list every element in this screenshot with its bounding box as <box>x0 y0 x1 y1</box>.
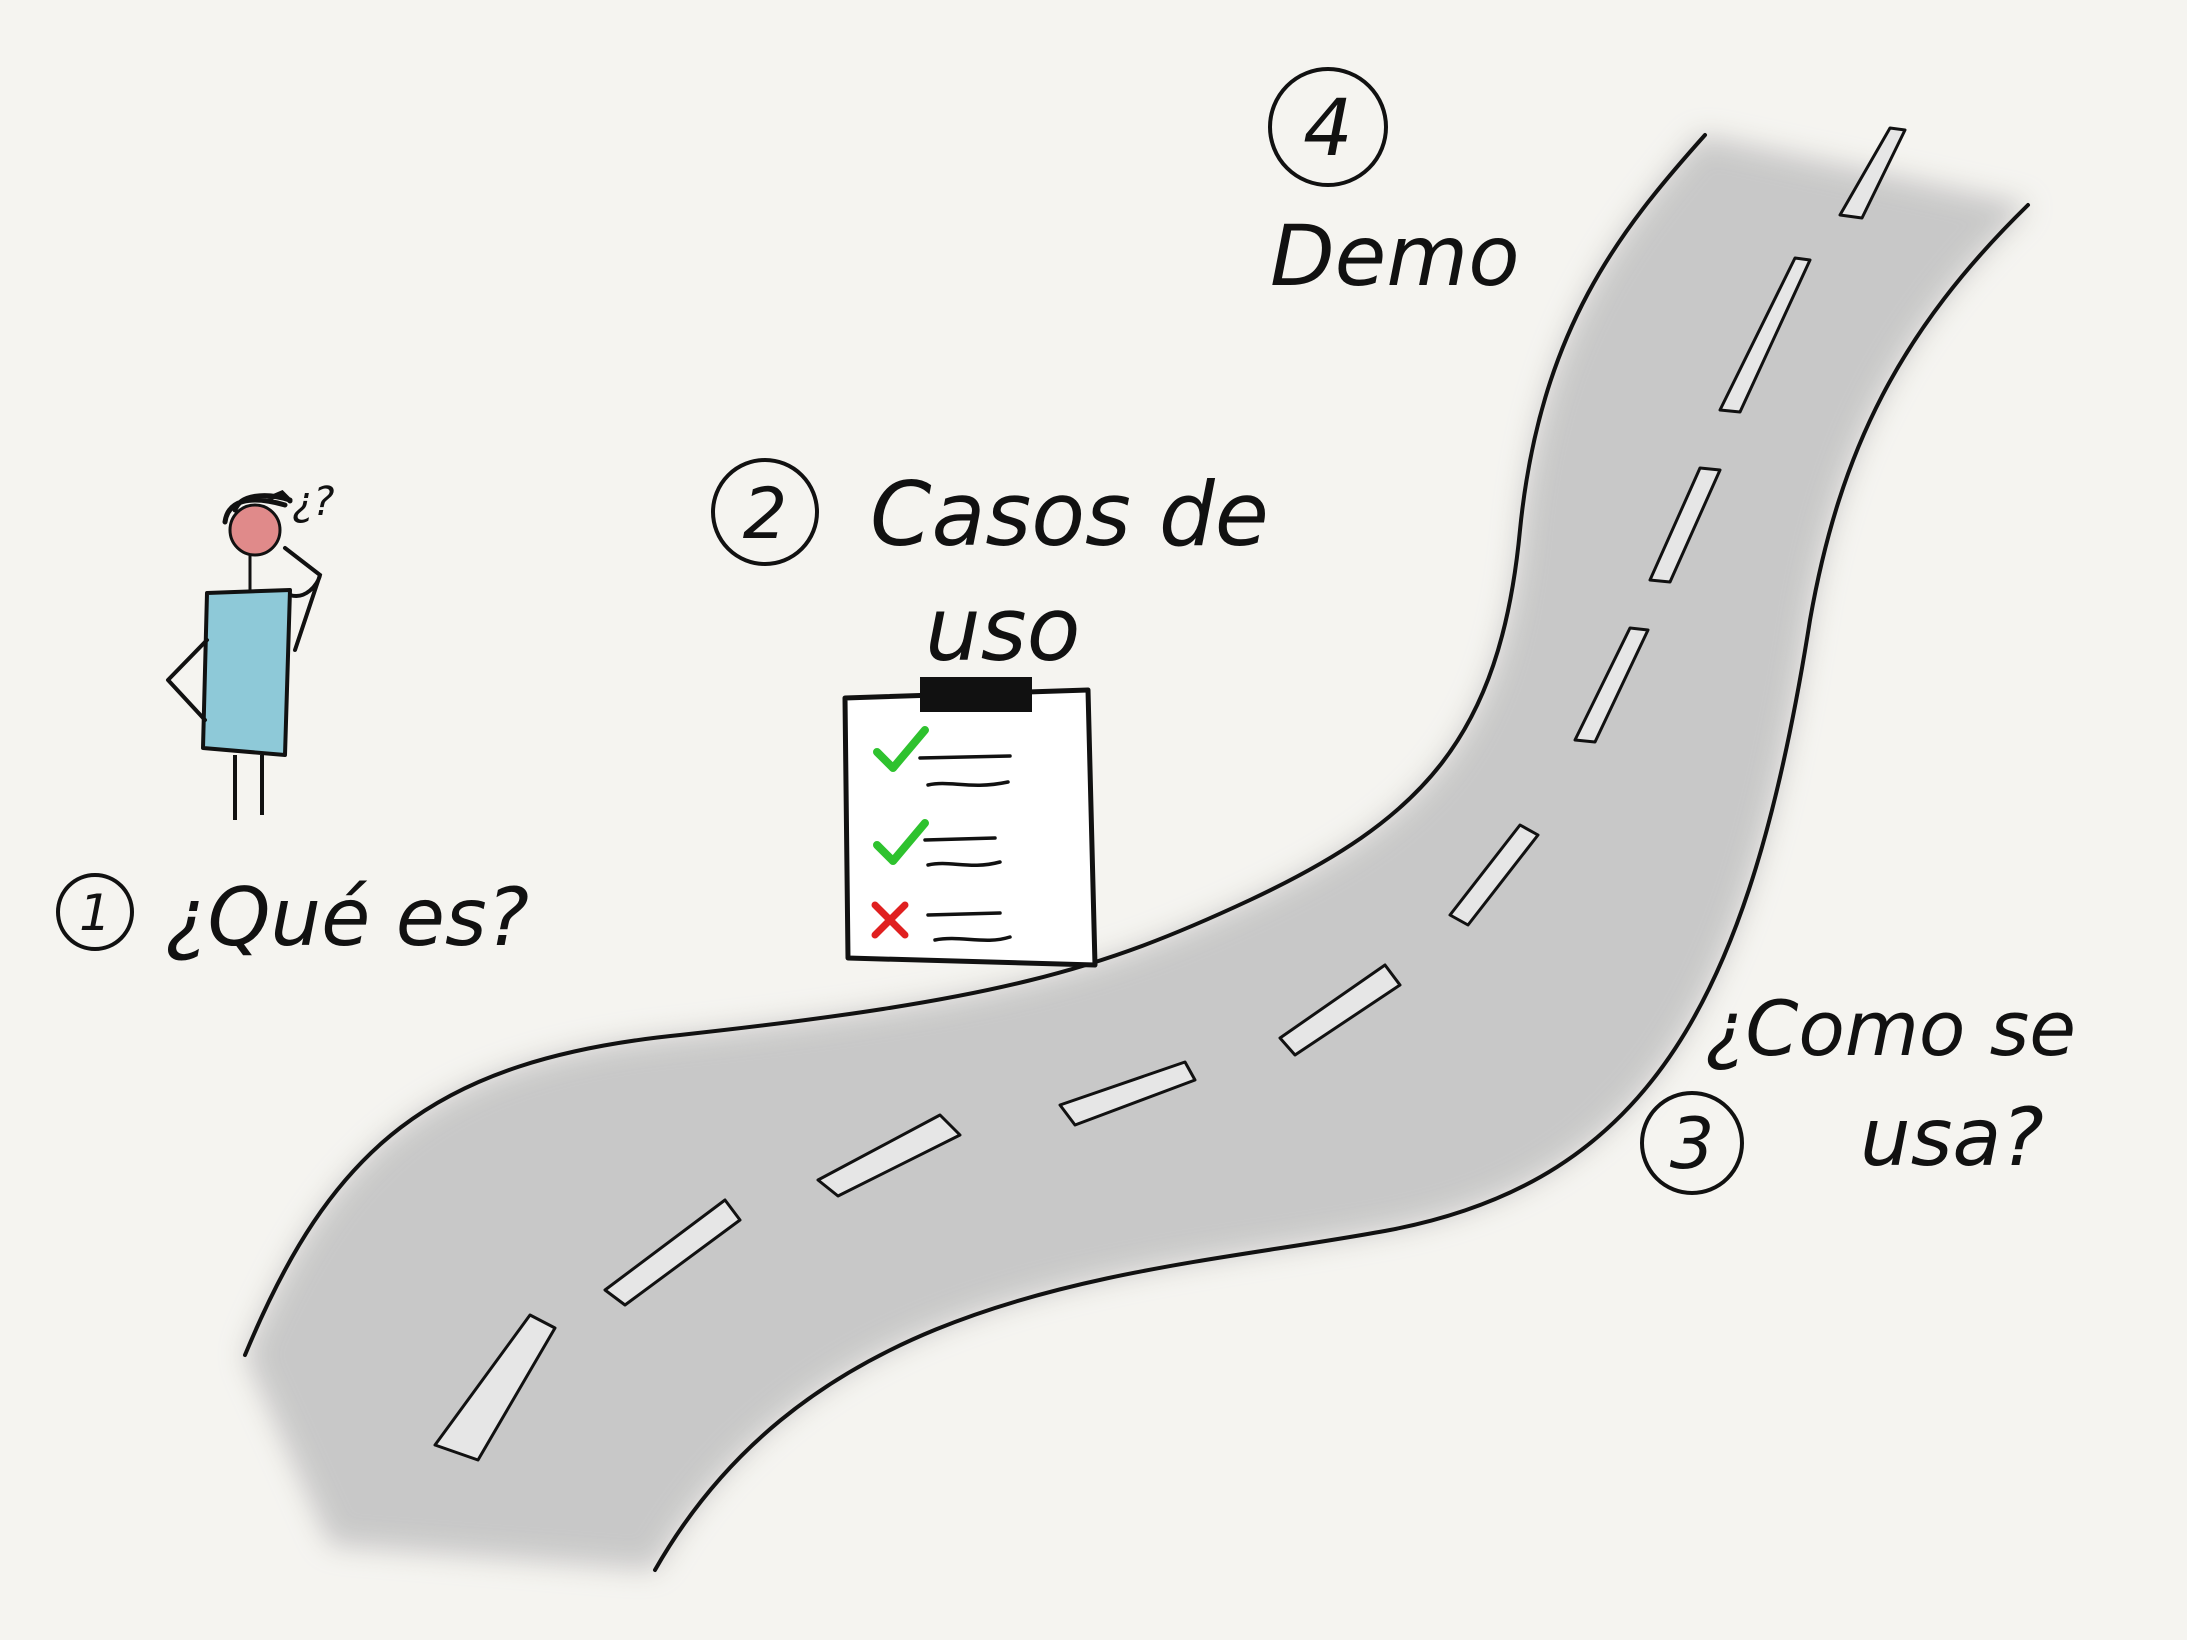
step-4-circle <box>1268 67 1388 187</box>
step-2-number: 2 <box>743 473 788 555</box>
step-1-number: 1 <box>79 884 111 942</box>
person-icon: ¿? <box>166 479 334 820</box>
thought-mark: ¿? <box>292 479 334 525</box>
check-icon <box>873 726 929 772</box>
step-3-label-line1: ¿Como se <box>1705 984 2076 1073</box>
step-1-label: ¿Qué es? <box>165 871 529 964</box>
step-4-label: Demo <box>1270 207 1520 305</box>
step-2-label-line1: Casos de <box>870 463 1269 566</box>
road-icon <box>243 126 2030 1572</box>
checklist-lines <box>918 754 1012 942</box>
step-4: 4 Demo <box>1268 67 1520 305</box>
check-icon <box>873 819 929 865</box>
step-3-circle <box>1640 1091 1744 1195</box>
step-3: 3 ¿Como se usa? <box>1640 984 2076 1195</box>
step-2: 2 Casos de uso <box>711 458 1269 681</box>
road-dashes <box>433 126 1907 1462</box>
clipboard-icon <box>842 677 1098 968</box>
step-1-circle <box>56 873 134 951</box>
step-4-number: 4 <box>1303 84 1353 174</box>
step-2-circle <box>711 458 819 566</box>
step-1: 1 ¿Qué es? <box>56 871 529 964</box>
clipboard-clip <box>920 677 1032 712</box>
step-3-label-line2: usa? <box>1860 1091 2044 1184</box>
step-2-label-line2: uso <box>925 578 1080 681</box>
cross-icon <box>871 901 909 939</box>
step-3-number: 3 <box>1670 1103 1715 1185</box>
